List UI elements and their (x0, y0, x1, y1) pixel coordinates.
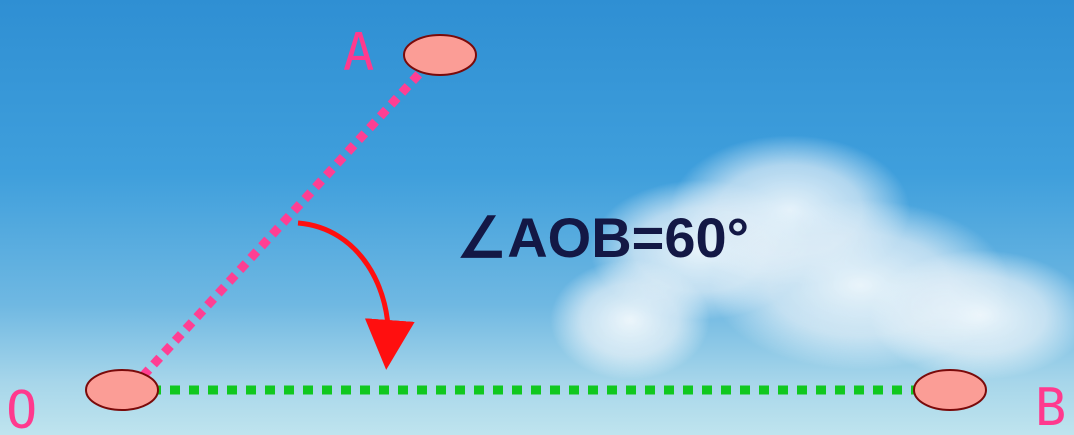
label-o: O (6, 381, 37, 435)
node-b (913, 369, 987, 411)
rotation-arrow (297, 220, 415, 370)
angle-annotation: ∠AOB=60° (457, 206, 749, 269)
label-a: A (343, 23, 374, 83)
ray-oa (128, 58, 434, 392)
node-o (85, 369, 159, 411)
cloud-decoration (550, 135, 1074, 380)
node-a (403, 34, 477, 76)
label-b: B (1035, 378, 1066, 435)
